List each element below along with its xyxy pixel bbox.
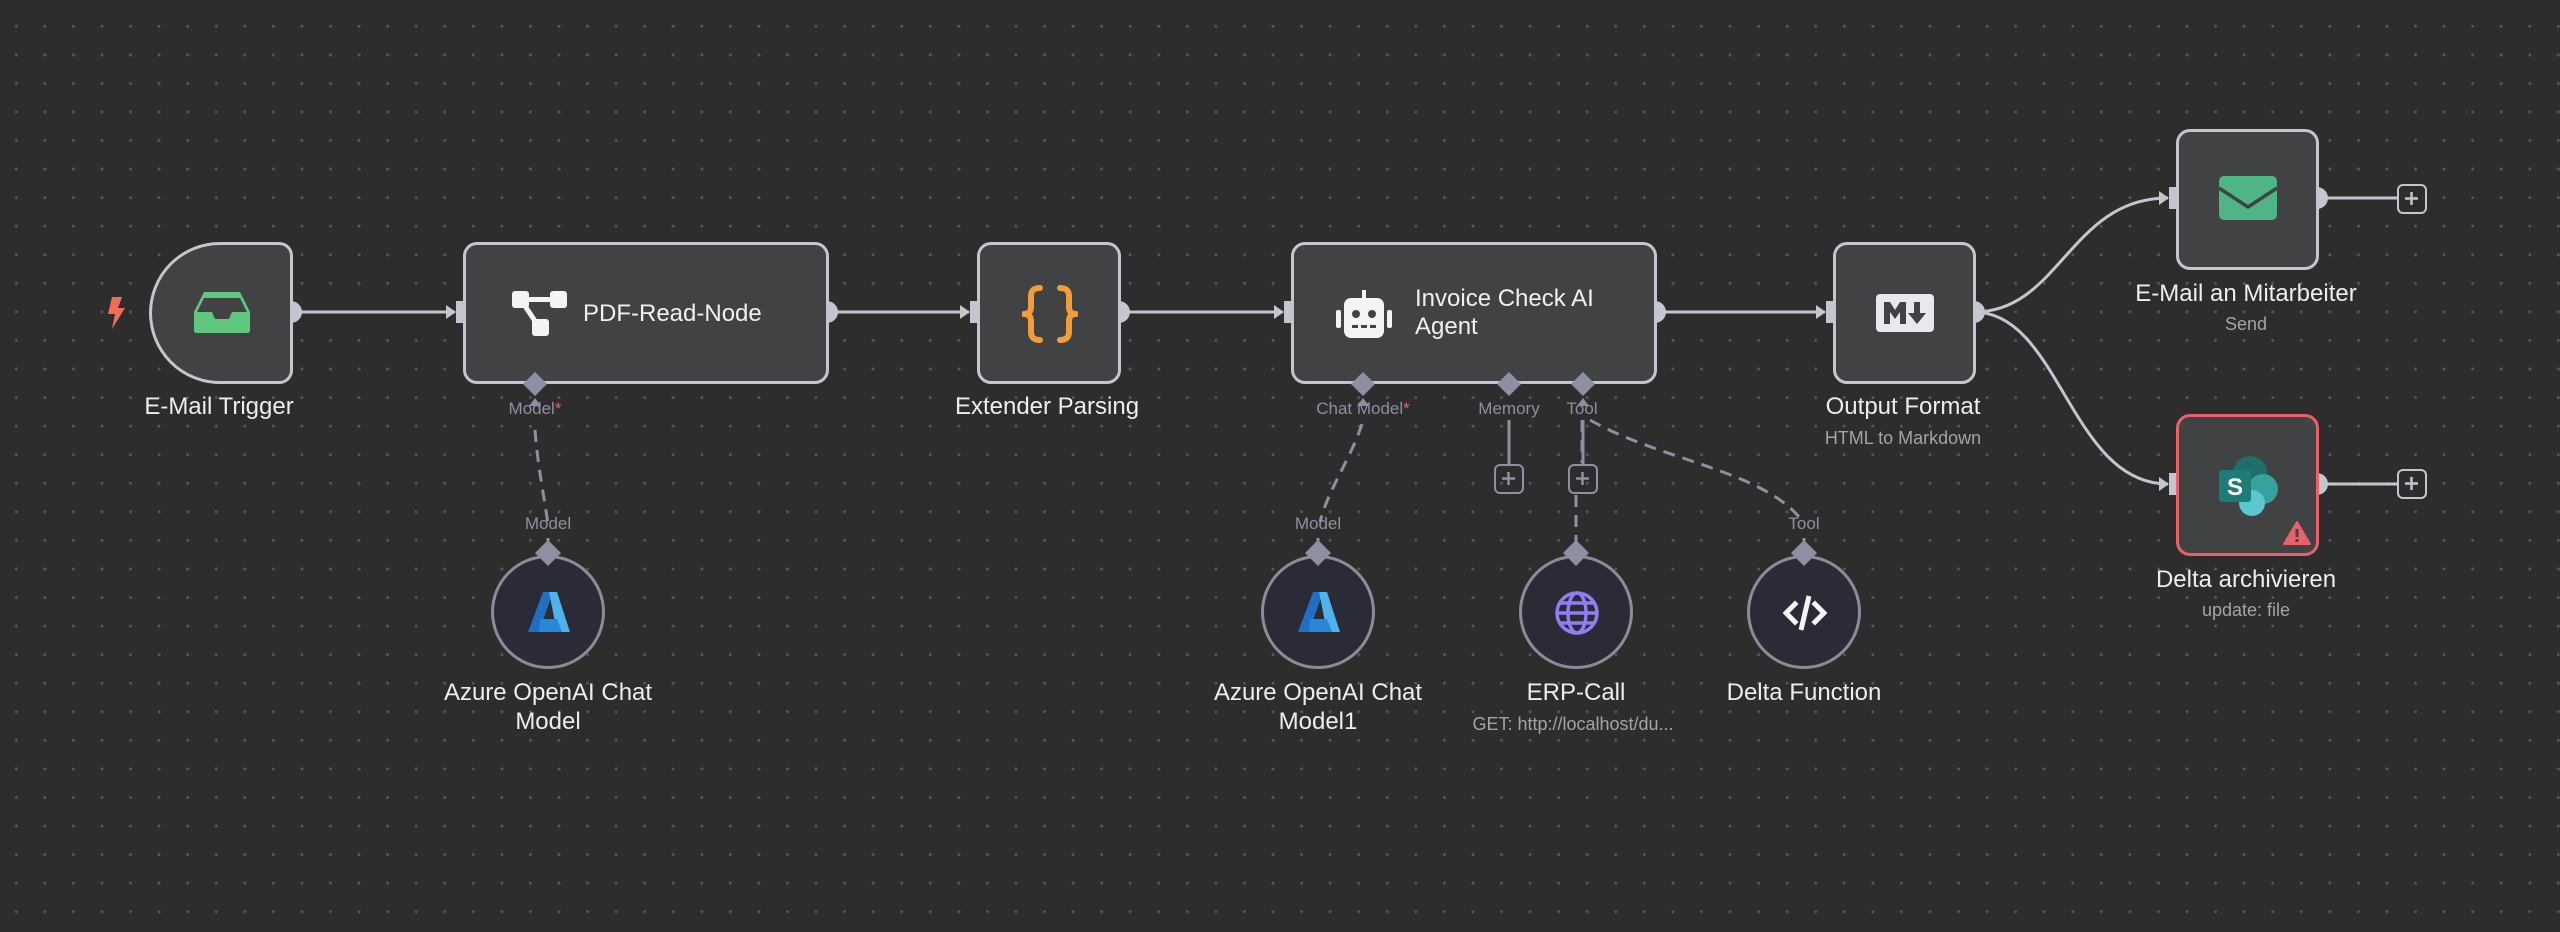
connection-delta-function-to-agent-tool[interactable] xyxy=(1589,418,1802,519)
node-ai-agent-title: Invoice Check AI Agent xyxy=(1415,285,1594,340)
node-email-trigger-title: E-Mail Trigger xyxy=(144,393,294,420)
connection-output-to-email[interactable] xyxy=(1973,191,2169,314)
subnode-delta-function-title: Delta Function xyxy=(1726,679,1882,706)
connection-azure2-to-agent-chat-model[interactable] xyxy=(1318,423,1364,523)
agent-memory-port-label: Memory xyxy=(1478,399,1540,418)
delta-function-tool-port-label: Tool xyxy=(1788,514,1820,533)
plus-icon xyxy=(1576,472,1589,485)
svg-text:S: S xyxy=(2227,474,2243,501)
agent-chat-model-port-label: Chat Model* xyxy=(1316,399,1410,418)
agent-memory-port[interactable] xyxy=(1495,370,1523,400)
subnode-erp-call[interactable] xyxy=(1519,555,1633,669)
agent-tool-port-label: Tool xyxy=(1566,399,1598,418)
node-output-format-subtitle: HTML to Markdown xyxy=(1824,428,1982,448)
code-icon xyxy=(1783,595,1827,631)
azure-icon xyxy=(528,592,570,632)
trigger-bolt-icon xyxy=(108,297,125,329)
azure2-output-port[interactable] xyxy=(1304,539,1332,567)
node-email-employee-title: E-Mail an Mitarbeiter xyxy=(2135,280,2357,307)
plus-icon xyxy=(1502,472,1515,485)
node-output-format[interactable] xyxy=(1833,242,1976,384)
node-pdf-read-title: PDF-Read-Node xyxy=(583,300,762,327)
azure-icon xyxy=(1298,592,1340,632)
delta-function-output-port[interactable] xyxy=(1790,539,1818,567)
node-extender-parsing-title: Extender Parsing xyxy=(954,393,1140,420)
node-email-trigger[interactable] xyxy=(149,242,293,384)
node-delta-archive-title: Delta archivieren xyxy=(2155,566,2337,593)
envelope-icon xyxy=(2219,176,2277,220)
node-delta-archive[interactable]: S xyxy=(2176,414,2319,556)
connection-output-to-delta-archive[interactable] xyxy=(1973,310,2169,491)
plus-icon xyxy=(2405,192,2418,205)
subnode-erp-call-title: ERP-Call xyxy=(1526,679,1626,706)
inbox-icon xyxy=(194,292,250,333)
warning-icon xyxy=(2283,521,2311,545)
curly-braces-icon xyxy=(1022,285,1078,343)
node-delta-archive-subtitle: update: file xyxy=(2201,600,2291,620)
subnode-azure-chat-model[interactable] xyxy=(491,555,605,669)
node-ai-agent[interactable]: Invoice Check AI Agent xyxy=(1291,242,1657,384)
add-after-archive-button[interactable] xyxy=(2397,469,2427,499)
markdown-icon xyxy=(1876,294,1934,332)
azure2-model-port-label: Model xyxy=(1294,514,1342,533)
subnode-azure-chat-model1[interactable] xyxy=(1261,555,1375,669)
plus-icon xyxy=(2405,477,2418,490)
workflow-icon xyxy=(512,291,567,336)
subnode-azure-chat-model1-title: Azure OpenAI Chat Model1 xyxy=(1213,679,1423,735)
pdf-model-port-label: Model* xyxy=(508,399,562,418)
add-memory-button[interactable] xyxy=(1494,464,1524,494)
subnode-azure-chat-model-title: Azure OpenAI Chat Model xyxy=(443,679,653,735)
node-extender-parsing[interactable] xyxy=(977,242,1121,384)
add-tool-button[interactable] xyxy=(1568,464,1598,494)
node-email-employee-subtitle: Send xyxy=(2224,314,2268,334)
azure1-output-port[interactable] xyxy=(534,539,562,567)
node-output-format-title: Output Format xyxy=(1825,393,1981,420)
agent-chat-model-port[interactable] xyxy=(1349,370,1377,412)
agent-tool-port[interactable] xyxy=(1569,370,1597,412)
azure1-model-port-label: Model xyxy=(524,514,572,533)
erp-output-port[interactable] xyxy=(1562,539,1590,567)
robot-icon xyxy=(1336,290,1392,338)
subnode-erp-call-subtitle: GET: http://localhost/du... xyxy=(1472,714,1674,734)
node-email-employee[interactable] xyxy=(2176,129,2319,270)
add-after-email-button[interactable] xyxy=(2397,184,2427,214)
globe-icon xyxy=(1555,591,1599,635)
subnode-delta-function[interactable] xyxy=(1747,555,1861,669)
sharepoint-icon: S xyxy=(2219,456,2278,516)
node-pdf-read[interactable]: PDF-Read-Node xyxy=(463,242,829,384)
pdf-model-port[interactable] xyxy=(521,370,549,412)
connection-azure1-to-pdf-model[interactable] xyxy=(533,429,550,526)
